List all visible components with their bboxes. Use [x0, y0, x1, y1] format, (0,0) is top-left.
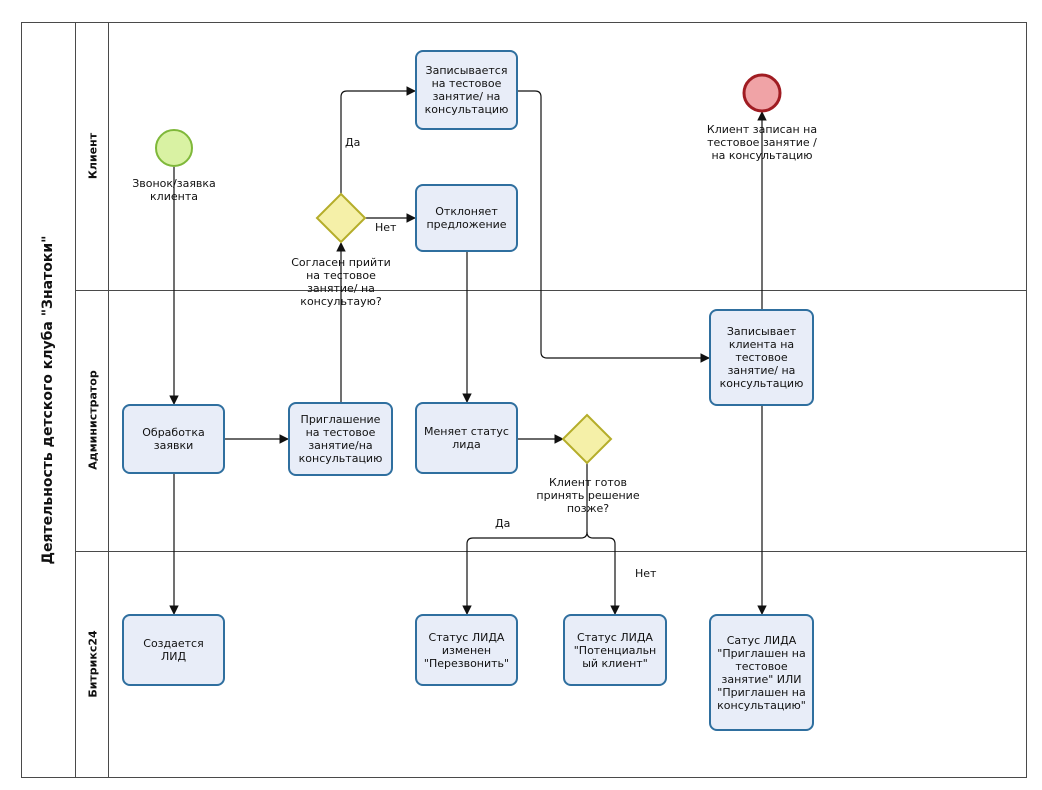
start-event-label: Звонок/заявка клиента [132, 177, 216, 203]
gateway-agree-icon [315, 192, 367, 244]
task-process-request[interactable]: Обработка заявки [122, 404, 225, 474]
flow-label-no-bottom: Нет [635, 567, 657, 580]
flow-label-yes-top: Да [345, 136, 361, 149]
pool-frame [21, 22, 1027, 778]
flow-gateway-ready-yes [462, 463, 588, 615]
task-signs-up[interactable]: Записывается на тестовое занятие/ на кон… [415, 50, 518, 130]
task-declines[interactable]: Отклоняет предложение [415, 184, 518, 252]
flow-gateway-ready-no [586, 531, 620, 615]
end-event-label: Клиент записан на тестовое занятие / на … [706, 123, 818, 162]
lane-separator-1 [76, 290, 1027, 291]
lane-header-client [76, 22, 109, 290]
flow-gateway-yes [340, 86, 416, 194]
start-event-icon [155, 129, 193, 167]
lane-header-bitrix [76, 551, 109, 778]
gateway-ready-later-icon [561, 413, 613, 465]
end-event-icon [742, 73, 782, 113]
task-status-invited[interactable]: Сатус ЛИДА "Приглашен на тестовое заняти… [709, 614, 814, 731]
flow-label-yes-bottom: Да [495, 517, 511, 530]
task-status-call-back[interactable]: Статус ЛИДА изменен "Перезвонить" [415, 614, 518, 686]
lane-separator-2 [76, 551, 1027, 552]
task-status-potential[interactable]: Статус ЛИДА "Потенциальн ый клиент" [563, 614, 667, 686]
lane-header-admin [76, 290, 109, 551]
gateway-ready-later-label: Клиент готов принять решение позже? [536, 476, 640, 515]
gateway-agree-label: Согласен прийти на тестовое занятие/ на … [291, 256, 391, 308]
task-change-status[interactable]: Меняет статус лида [415, 402, 518, 474]
task-lead-created[interactable]: Создается ЛИД [122, 614, 225, 686]
flow-signup-to-admin [518, 90, 710, 363]
task-admin-signs-up[interactable]: Записывает клиента на тестовое занятие/ … [709, 309, 814, 406]
flow-label-no-top: Нет [375, 221, 397, 234]
task-invitation[interactable]: Приглашение на тестовое занятие/на консу… [288, 402, 393, 476]
pool-header [21, 22, 76, 778]
